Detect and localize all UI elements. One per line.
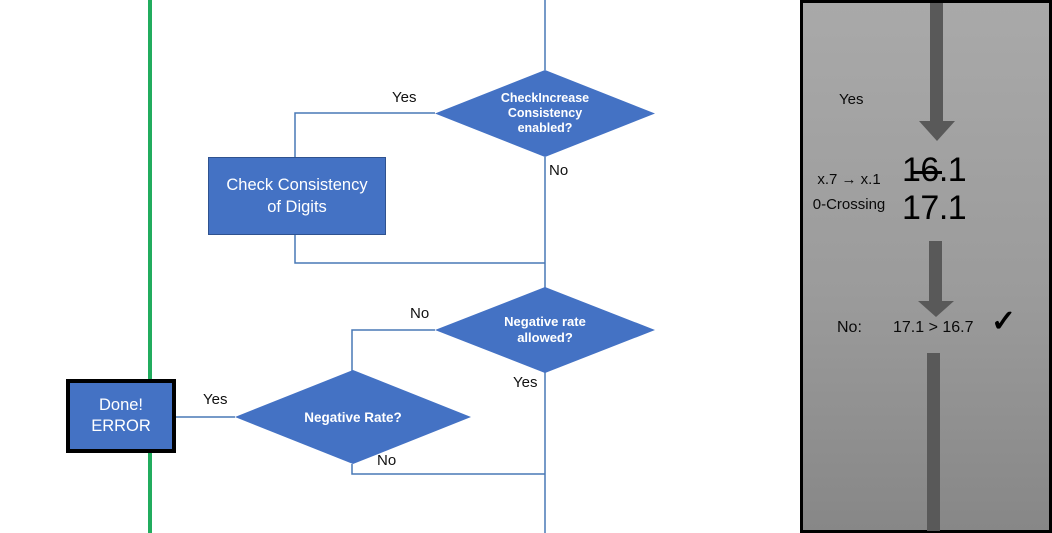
down-arrow-head-icon <box>919 121 955 141</box>
rule-line-2: 0-Crossing <box>812 196 886 213</box>
result-answer-label: No: <box>837 319 862 336</box>
result-comparison: 17.1 > 16.7 <box>893 319 974 336</box>
green-timeline-line <box>148 0 152 533</box>
rule-line-1: x.7 → x.1 <box>817 171 881 188</box>
terminator-label: Done! ERROR <box>91 396 151 435</box>
old-value-pre: 1 <box>902 151 921 189</box>
terminator-done-error: Done! ERROR <box>66 379 176 453</box>
down-arrow-shaft-icon <box>927 353 940 531</box>
rule-text: x.7 → x.1 0-Crossing <box>803 167 895 217</box>
down-arrow-icon <box>930 3 943 121</box>
decision-label: CheckIncrease Consistency enabled? <box>500 91 590 135</box>
checkmark-icon: ✓ <box>991 305 1017 338</box>
edge-label-no: No <box>377 452 397 469</box>
old-value-struck-digit: 6 <box>913 151 943 189</box>
value-stack: 16.1 17.1 <box>902 151 967 227</box>
panel-yes-label: Yes <box>839 91 864 108</box>
process-label: Check Consistency of Digits <box>226 176 368 216</box>
decision-label: Negative Rate? <box>304 409 402 425</box>
decision-label: Negative rate allowed? <box>504 314 586 345</box>
down-arrow-head-icon <box>918 301 954 317</box>
example-panel: Yes x.7 → x.1 0-Crossing 16.1 17.1 No: 1… <box>800 0 1052 533</box>
edge-label-no: No <box>410 305 430 322</box>
edge-label-yes: Yes <box>513 374 538 391</box>
process-check-consistency: Check Consistency of Digits <box>208 157 386 235</box>
new-value: 17.1 <box>902 189 967 227</box>
old-value-post: .1 <box>938 151 967 189</box>
connector-box-to-mainline <box>294 235 545 264</box>
down-arrow-icon <box>929 241 942 301</box>
edge-label-no: No <box>549 162 569 179</box>
edge-label-yes: Yes <box>203 391 228 408</box>
connector-yes-to-check-box <box>294 112 435 157</box>
connector-no-to-negative-rate <box>351 329 435 371</box>
edge-label-yes: Yes <box>392 89 417 106</box>
connector-no-to-mainline <box>351 464 545 475</box>
old-value: 16.1 <box>902 151 967 189</box>
